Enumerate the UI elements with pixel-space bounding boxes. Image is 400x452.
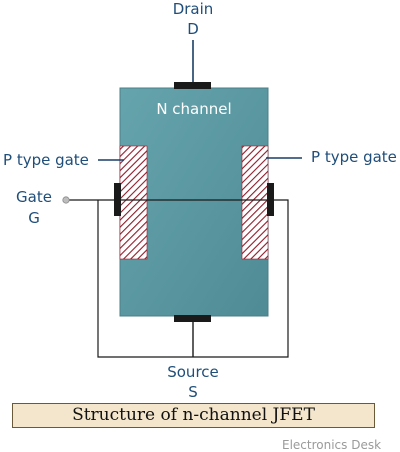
- left-p-gate-region: [119, 145, 148, 260]
- source-contact: [174, 315, 211, 322]
- gate-symbol: G: [28, 209, 40, 227]
- right-gate-contact: [267, 183, 274, 216]
- drain-symbol: D: [187, 20, 199, 38]
- n-channel-label: N channel: [156, 100, 232, 118]
- watermark: Electronics Desk: [282, 438, 382, 452]
- source-label: Source: [167, 363, 219, 381]
- gate-label: Gate: [16, 188, 52, 206]
- right-p-gate-label: P type gate: [311, 148, 397, 166]
- gate-terminal-dot: [62, 196, 70, 204]
- diagram-caption: Structure of n-channel JFET: [12, 403, 375, 428]
- drain-label: Drain: [172, 0, 214, 18]
- gate-outer-loop: [97, 199, 289, 358]
- right-p-gate-region: [241, 145, 269, 260]
- drain-contact: [174, 82, 211, 89]
- source-symbol: S: [188, 383, 198, 401]
- left-p-gate-label: P type gate: [3, 151, 89, 169]
